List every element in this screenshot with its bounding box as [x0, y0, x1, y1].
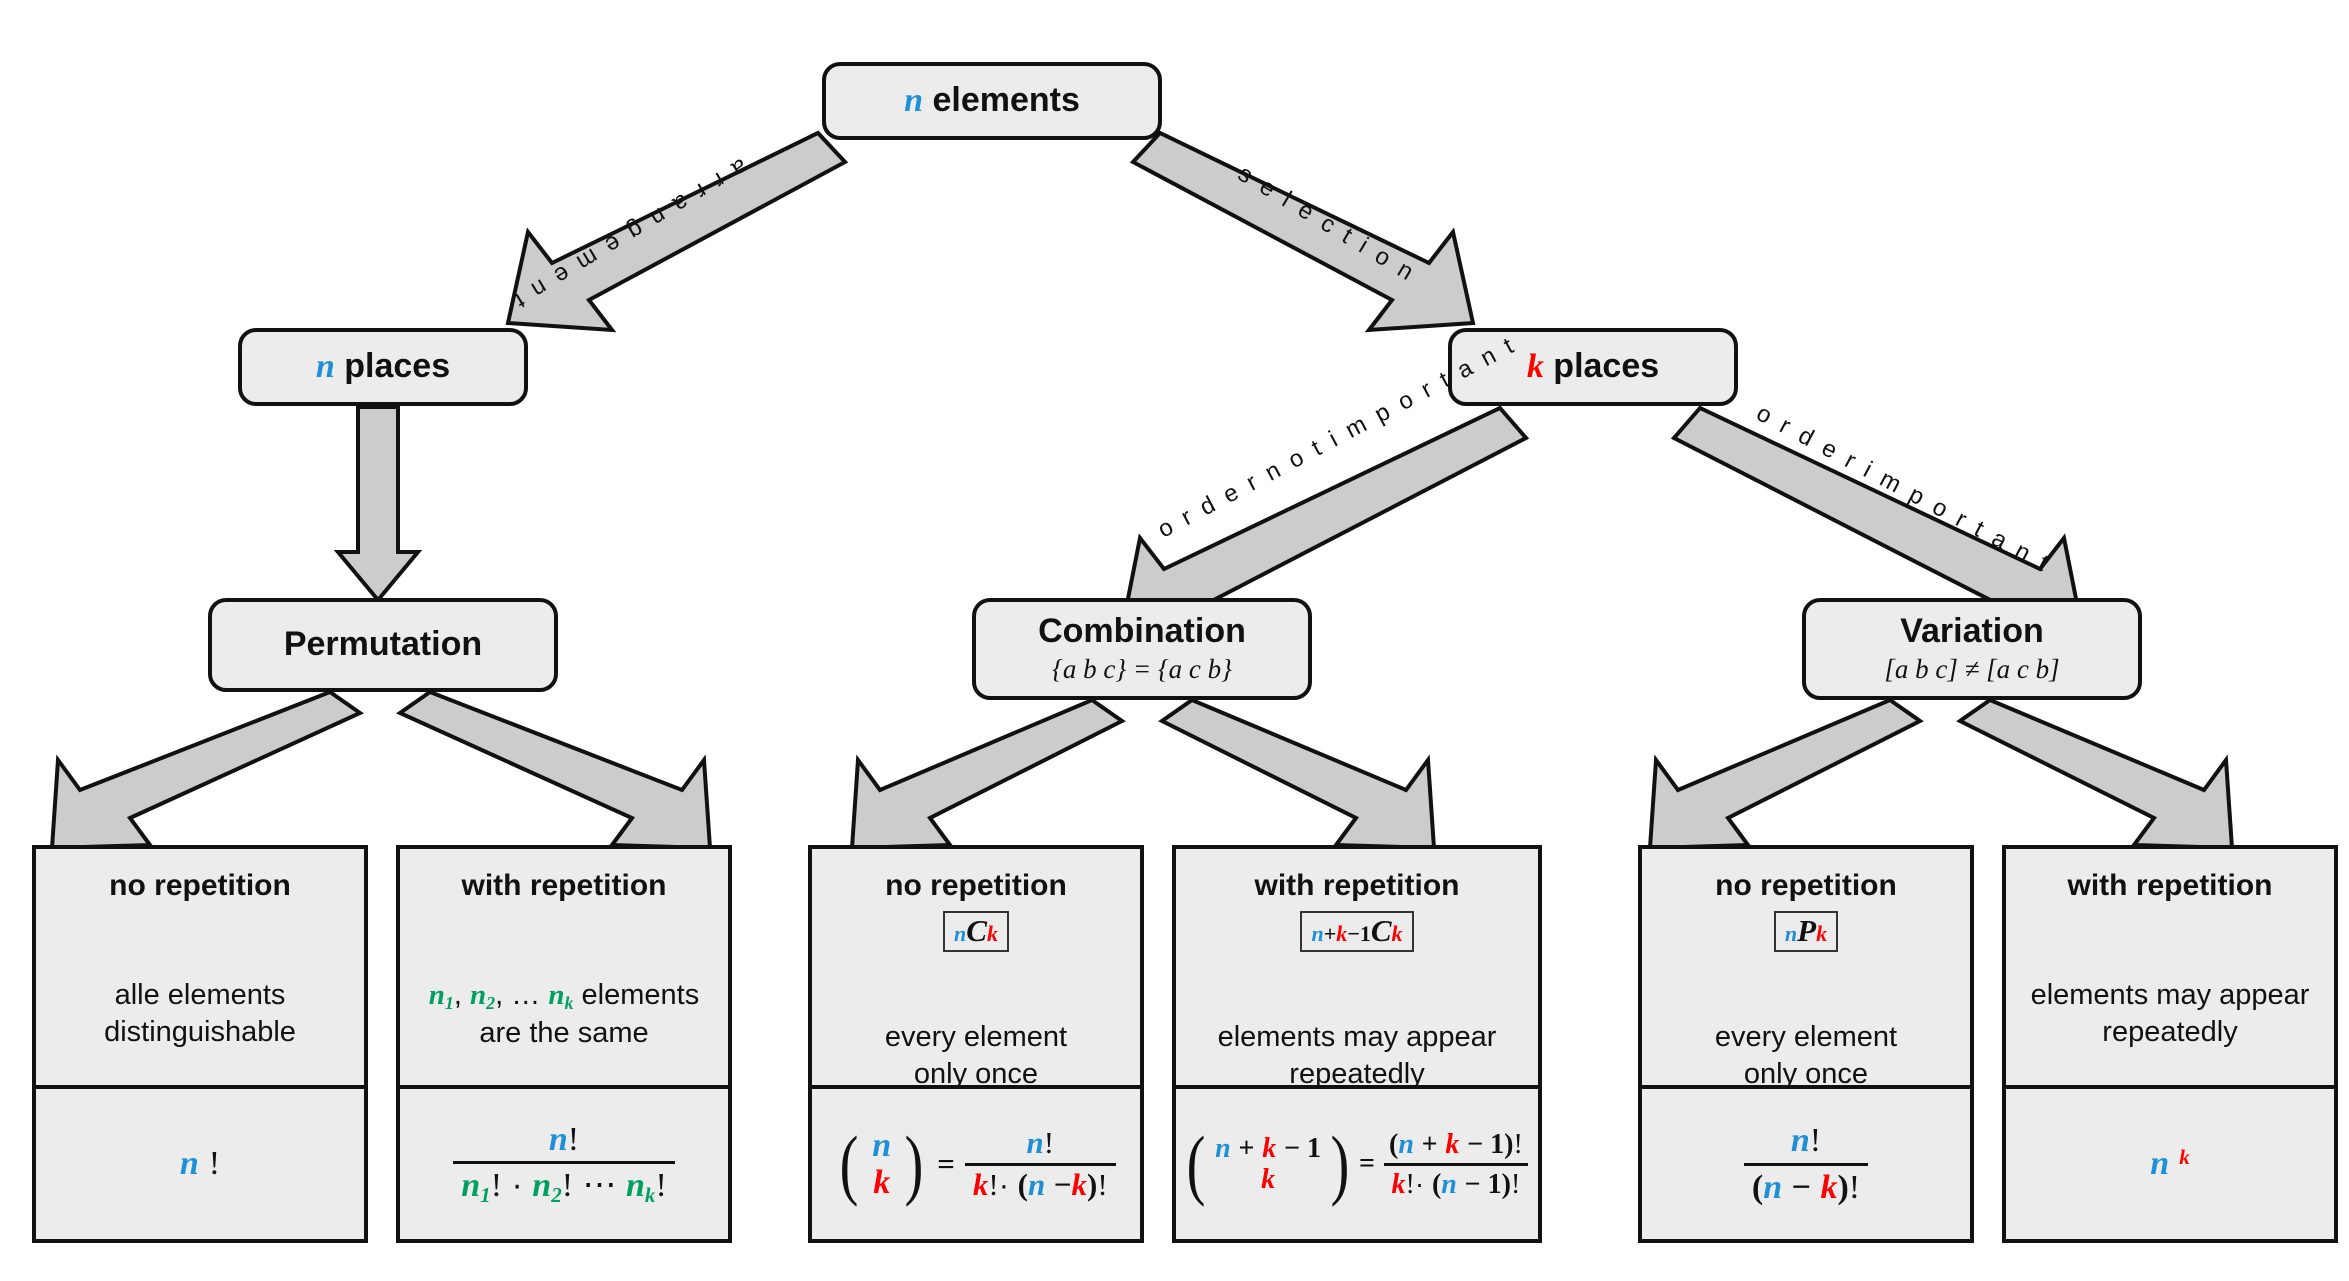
leaf-permutation-with-repetition[interactable]: with repetition n1, n2, … nk elements ar… [396, 845, 732, 1243]
leaf-formula: n! [179, 1145, 221, 1182]
leaf-permutation-no-repetition[interactable]: no repetition alle elements distinguisha… [32, 845, 368, 1243]
leaf-description: alle elements distinguishable [104, 979, 296, 1049]
leaf-formula: ( n + k − 1 k ) = (n + k − 1)! k!· (n − … [1176, 1089, 1538, 1239]
leaf-variation-no-repetition[interactable]: no repetition nPk every element only onc… [1638, 845, 1974, 1243]
node-n-places[interactable]: n places [238, 328, 528, 406]
leaf-upper: with repetition n1, n2, … nk elements ar… [400, 849, 728, 1089]
leaf-formula: n! n1! · n2! ⋯ nk! [400, 1089, 728, 1239]
node-combination[interactable]: Combination {a b c} = {a c b} [972, 598, 1312, 700]
leaf-heading: with repetition [2067, 869, 2273, 902]
notation-nCk: nCk [943, 911, 1009, 952]
node-combination-subtitle: {a b c} = {a c b} [1052, 654, 1232, 685]
node-combination-title: Combination [1038, 612, 1246, 651]
leaf-heading: no repetition [1715, 869, 1897, 902]
leaf-upper: no repetition nCk every element only onc… [812, 849, 1140, 1090]
node-n-elements[interactable]: n elements [822, 62, 1162, 140]
leaf-variation-with-repetition[interactable]: with repetition elements may appear repe… [2002, 845, 2338, 1243]
leaf-heading: with repetition [461, 869, 667, 902]
notation-nPk: nPk [1773, 911, 1839, 952]
node-variation[interactable]: Variation [a b c] ≠ [a c b] [1802, 598, 2142, 700]
leaf-heading: with repetition [1254, 869, 1460, 902]
leaf-upper: no repetition nPk every element only onc… [1642, 849, 1970, 1090]
node-permutation-title: Permutation [283, 625, 483, 664]
node-k-places[interactable]: k places [1448, 328, 1738, 406]
node-permutation[interactable]: Permutation [208, 598, 558, 692]
leaf-description: every element only once [1714, 1021, 1898, 1091]
leaf-combination-no-repetition[interactable]: no repetition nCk every element only onc… [808, 845, 1144, 1243]
leaf-upper: with repetition elements may appear repe… [2006, 849, 2334, 1089]
leaf-description: every element only once [884, 1021, 1068, 1091]
leaf-combination-with-repetition[interactable]: with repetition n+k−1Ck elements may app… [1172, 845, 1542, 1243]
node-n-places-label: n places [315, 347, 451, 386]
node-n-elements-label: n elements [904, 81, 1080, 120]
node-variation-title: Variation [1900, 612, 2044, 651]
leaf-heading: no repetition [109, 869, 291, 902]
leaf-formula: n! (n − k)! [1642, 1089, 1970, 1239]
leaf-description: n1, n2, … nk elements are the same [428, 979, 700, 1050]
node-variation-subtitle: [a b c] ≠ [a c b] [1884, 654, 2060, 685]
node-k-places-label: k places [1526, 347, 1660, 386]
leaf-description: elements may appear repeatedly [1217, 1021, 1497, 1091]
leaf-upper: no repetition alle elements distinguisha… [36, 849, 364, 1089]
leaf-description: elements may appear repeatedly [2030, 979, 2310, 1049]
notation-n-plus-k-minus-1-C-k: n+k−1Ck [1300, 911, 1414, 952]
leaf-heading: no repetition [885, 869, 1067, 902]
leaf-upper: with repetition n+k−1Ck elements may app… [1176, 849, 1538, 1090]
